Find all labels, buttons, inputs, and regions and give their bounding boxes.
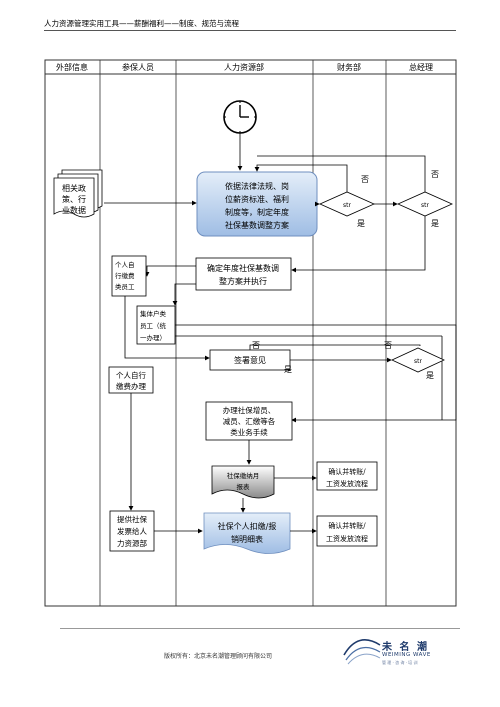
- process-insurance-line3: 类业务手续: [230, 427, 268, 437]
- gm-decision2-label: str: [414, 358, 422, 365]
- confirm2-line1: 确认并转账/: [328, 521, 366, 530]
- footer-rule: [60, 628, 460, 629]
- process-insurance-line2: 减员、汇缴等各: [223, 416, 276, 426]
- deduction-list-line2: 销明细表: [231, 534, 263, 544]
- provide-receipt-node: 提供社保 发票给人 力资源部: [109, 510, 155, 552]
- draft-plan-node: 依据法律法规、岗 位薪资标准、福利 制度等，制定年度 社保基数调整方案: [196, 171, 318, 237]
- gm-decision-2: str: [391, 347, 445, 373]
- gm-decision: str: [397, 191, 453, 217]
- finalize-line1: 确定年度社保基数调: [207, 263, 279, 273]
- logo-tagline: 管 理 · 咨 询 · 培 训: [382, 660, 418, 665]
- collective-staff-line3: 一办理）: [140, 333, 166, 342]
- finalize-plan-node: 确定年度社保基数调 整方案并执行: [195, 257, 292, 291]
- confirm2-line2: 工资发放流程: [326, 534, 368, 543]
- confirm1-line2: 工资发放流程: [326, 479, 368, 488]
- process-insurance-node: 办理社保增员、 减员、汇缴等各 类业务手续: [205, 401, 293, 441]
- logo-english-name: WEIMING WAVE: [382, 652, 431, 658]
- draft-plan-line1: 依据法律法规、岗: [225, 181, 289, 191]
- deduction-list-line1: 社保个人扣缴/报: [218, 521, 277, 531]
- header-title: 人力资源管理实用工具——薪酬福利——制度、规范与流程: [44, 19, 239, 28]
- self-pay-staff-line2: 行缴费: [115, 271, 135, 280]
- self-pay-line2: 缴费办理: [116, 381, 146, 391]
- self-pay-processing-node: 个人自行 缴费办理: [108, 366, 154, 394]
- gm2-no-label: 否: [384, 341, 392, 350]
- provide-receipt-line1: 提供社保: [117, 514, 147, 524]
- policy-doc-line1: 相关政: [62, 183, 86, 193]
- logo-chinese-name: 未 名 潮: [382, 642, 429, 653]
- company-logo-mark: [343, 639, 381, 665]
- process-insurance-line1: 办理社保增员、: [223, 405, 276, 415]
- footer-copyright: 版权所有：北京未名潮管理顾问有限公司: [164, 653, 273, 660]
- lane-gm: 总经理: [409, 62, 433, 72]
- collective-staff-node: 集体户类 员工（统 一办理）: [136, 305, 176, 345]
- finance-yes-label: 是: [357, 219, 365, 228]
- clock-icon: [223, 100, 257, 134]
- lane-insured: 参保人员: [122, 62, 154, 72]
- deduction-list-node: 社保个人扣缴/报 销明细表: [203, 512, 291, 554]
- gm-yes-label: 是: [431, 219, 439, 228]
- collective-staff-line2: 员工（统: [140, 321, 167, 330]
- draft-plan-line4: 社保基数调整方案: [225, 220, 289, 230]
- sign-no-label: 否: [252, 341, 260, 350]
- finance-no-label: 否: [361, 175, 369, 184]
- policy-doc-line3: 业数据: [62, 205, 86, 215]
- draft-plan-line3: 制度等，制定年度: [225, 207, 289, 217]
- self-pay-staff-line3: 类员工: [115, 282, 135, 291]
- sign-opinion-node: 签署意见: [209, 349, 291, 371]
- confirm-transfer-node-2: 确认并转账/ 工资发放流程: [316, 515, 378, 547]
- collective-staff-line1: 集体户类: [140, 309, 167, 318]
- finalize-line2: 整方案并执行: [219, 276, 267, 286]
- payment-report-line1: 社保缴纳月: [227, 471, 260, 480]
- draft-plan-line2: 位薪资标准、福利: [225, 194, 289, 204]
- payment-report-node: 社保缴纳月 报表: [211, 465, 275, 499]
- self-pay-line1: 个人自行: [116, 370, 146, 380]
- sign-yes-label: 是: [284, 365, 292, 374]
- provide-receipt-line3: 力资源部: [117, 538, 147, 548]
- provide-receipt-line2: 发票给人: [117, 526, 147, 536]
- policy-document: 相关政 策、行 业数据: [53, 169, 103, 218]
- lane-finance: 财务部: [337, 62, 361, 72]
- lane-hr: 人力资源部: [224, 62, 264, 72]
- header-rule: [44, 30, 456, 31]
- self-pay-staff-line1: 个人自: [115, 260, 135, 269]
- payment-report-line2: 报表: [237, 482, 251, 491]
- gm-no-label: 否: [431, 170, 439, 179]
- self-pay-staff-node: 个人自 行缴费 类员工: [111, 255, 147, 297]
- finance-decision: str: [319, 191, 375, 217]
- finance-decision-label: str: [343, 202, 351, 209]
- lane-external: 外部信息: [56, 62, 88, 72]
- gm2-yes-label: 是: [426, 371, 434, 380]
- gm-decision-label: str: [421, 202, 429, 209]
- confirm1-line1: 确认并转账/: [328, 467, 366, 476]
- confirm-transfer-node-1: 确认并转账/ 工资发放流程: [316, 461, 378, 491]
- sign-opinion-label: 签署意见: [234, 355, 266, 365]
- policy-doc-line2: 策、行: [62, 194, 86, 204]
